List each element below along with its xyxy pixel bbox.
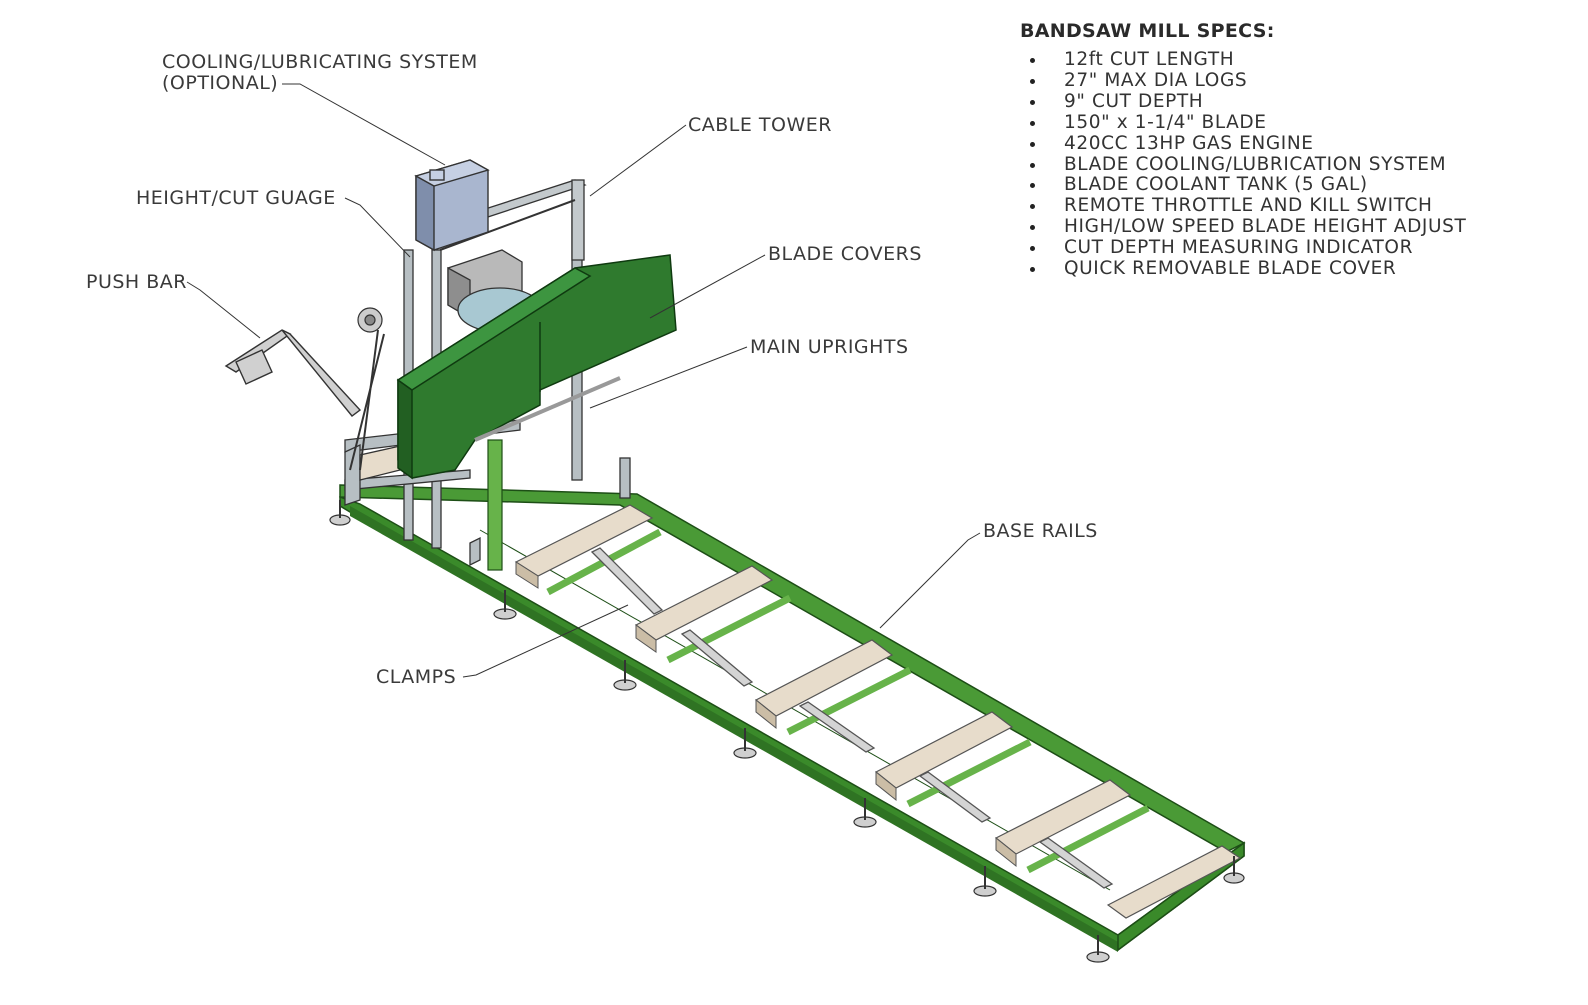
log-bunks: [514, 504, 1242, 919]
label-height-gauge: HEIGHT/CUT GUAGE: [136, 187, 336, 209]
spec-item: 420CC 13HP GAS ENGINE: [1020, 133, 1466, 155]
leader-push-bar: [186, 281, 261, 339]
spec-item: BLADE COOLING/LUBRICATION SYSTEM: [1020, 154, 1466, 176]
leader-clamps: [462, 604, 629, 678]
label-blade-covers: BLADE COVERS: [768, 243, 922, 265]
bullet-icon: [1030, 58, 1035, 63]
leader-height-gauge: [344, 197, 411, 258]
bullet-icon: [1030, 225, 1035, 231]
leader-cooling: [282, 83, 446, 166]
leader-main-uprights: [589, 346, 748, 409]
height-gauge: [349, 307, 385, 471]
bullet-icon: [1030, 141, 1035, 147]
bullet-icon: [1030, 162, 1035, 168]
label-cooling-line1: COOLING/LUBRICATING SYSTEM: [162, 51, 478, 73]
specs-list: 12ft CUT LENGTH 27" MAX DIA LOGS 9" CUT …: [1020, 49, 1466, 280]
label-clamps: CLAMPS: [376, 666, 457, 688]
leader-lines: [186, 83, 981, 678]
label-base-rails: BASE RAILS: [983, 520, 1098, 542]
label-cooling-system: COOLING/LUBRICATING SYSTEM (OPTIONAL): [162, 52, 478, 94]
leader-blade-covers: [649, 254, 766, 319]
blade-covers: [396, 254, 677, 480]
label-cooling-line2: (OPTIONAL): [162, 72, 279, 94]
spec-item: 150" x 1-1/4" BLADE: [1020, 112, 1466, 134]
coolant-tank: [414, 159, 490, 252]
specs-panel: BANDSAW MILL SPECS: 12ft CUT LENGTH 27" …: [1020, 20, 1466, 280]
push-bar: [224, 329, 362, 417]
label-push-bar: PUSH BAR: [86, 271, 187, 293]
green-upright-post: [487, 439, 503, 571]
clamps: [590, 547, 1114, 889]
label-main-uprights: MAIN UPRIGHTS: [750, 336, 909, 358]
spec-item: QUICK REMOVABLE BLADE COVER: [1020, 258, 1466, 280]
bullet-icon: [1030, 120, 1035, 126]
spec-item: CUT DEPTH MEASURING INDICATOR: [1020, 237, 1466, 259]
specs-title: BANDSAW MILL SPECS:: [1020, 20, 1275, 42]
leader-cable-tower: [589, 124, 687, 197]
bullet-icon: [1030, 183, 1035, 189]
spec-item: 9" CUT DEPTH: [1020, 91, 1466, 113]
bullet-icon: [1030, 246, 1035, 252]
label-cable-tower: CABLE TOWER: [688, 114, 832, 136]
spec-item: 12ft CUT LENGTH: [1020, 49, 1466, 71]
spec-item: REMOTE THROTTLE AND KILL SWITCH: [1020, 195, 1466, 217]
bullet-icon: [1030, 267, 1035, 273]
leader-base-rails: [879, 532, 981, 629]
spec-item: 27" MAX DIA LOGS: [1020, 70, 1466, 92]
spec-item: HIGH/LOW SPEED BLADE HEIGHT ADJUST: [1020, 216, 1466, 238]
spec-item: BLADE COOLANT TANK (5 GAL): [1020, 174, 1466, 196]
bullet-icon: [1030, 99, 1035, 105]
bullet-icon: [1030, 204, 1035, 210]
bullet-icon: [1030, 78, 1035, 84]
leveling-feet: [329, 500, 1245, 963]
